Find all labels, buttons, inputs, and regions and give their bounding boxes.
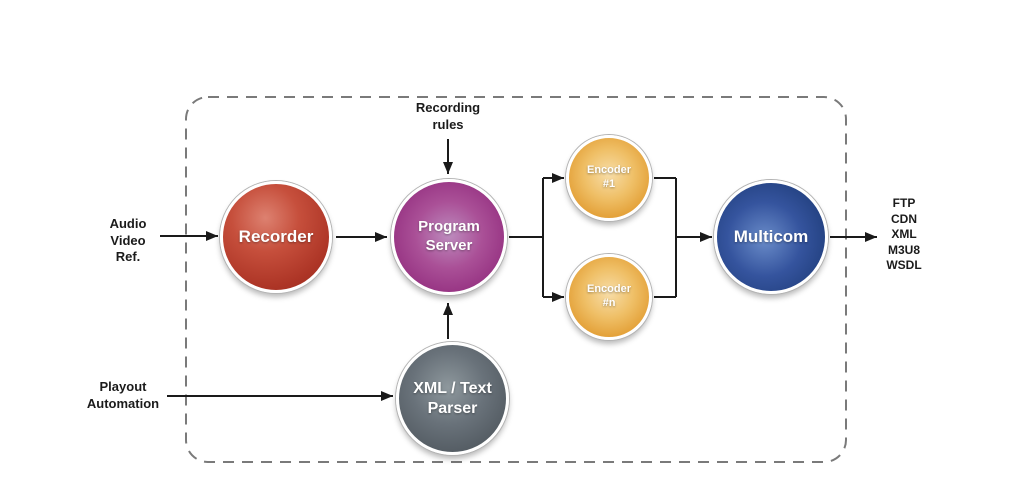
label-line: Ref.: [115, 249, 141, 264]
label-line: Recording: [415, 100, 481, 115]
node-label: Encoder: [586, 164, 631, 177]
label-audio-video-ref: Audio Video Ref.: [88, 216, 168, 266]
label-recording-rules: Recording rules: [398, 100, 498, 133]
node-label: Multicom: [733, 227, 809, 247]
node-label: #1: [602, 178, 616, 190]
node-program-server: Program Server: [391, 179, 507, 295]
output-format-wsdl: WSDL: [886, 258, 922, 272]
label-line: Playout: [99, 379, 147, 394]
label-line: rules: [432, 116, 464, 132]
system-boundary-dashed-box: [185, 96, 847, 463]
label-line: Audio: [109, 216, 147, 231]
node-xml-text-parser: XML / Text Parser: [396, 342, 509, 455]
node-label: Program: [418, 218, 480, 236]
label-output-formats: FTP CDN XML M3U8 WSDL: [868, 196, 940, 274]
node-label: Encoder: [586, 283, 631, 296]
node-label: #n: [602, 297, 616, 309]
output-format-cdn: CDN: [891, 211, 917, 226]
label-line: Automation: [86, 395, 160, 411]
label-playout-automation: Playout Automation: [68, 379, 178, 412]
label-line: Video: [110, 232, 146, 248]
node-encoder-1: Encoder #1: [566, 135, 652, 221]
node-label: Parser: [427, 399, 478, 417]
node-label: Server: [425, 237, 473, 254]
node-recorder: Recorder: [220, 181, 332, 293]
node-multicom: Multicom: [714, 180, 828, 294]
node-encoder-n: Encoder #n: [566, 254, 652, 340]
output-format-xml: XML: [891, 227, 917, 241]
output-format-ftp: FTP: [892, 196, 916, 210]
node-label: XML / Text: [413, 379, 492, 397]
node-label: Recorder: [238, 227, 314, 247]
output-format-m3u8: M3U8: [887, 242, 920, 257]
